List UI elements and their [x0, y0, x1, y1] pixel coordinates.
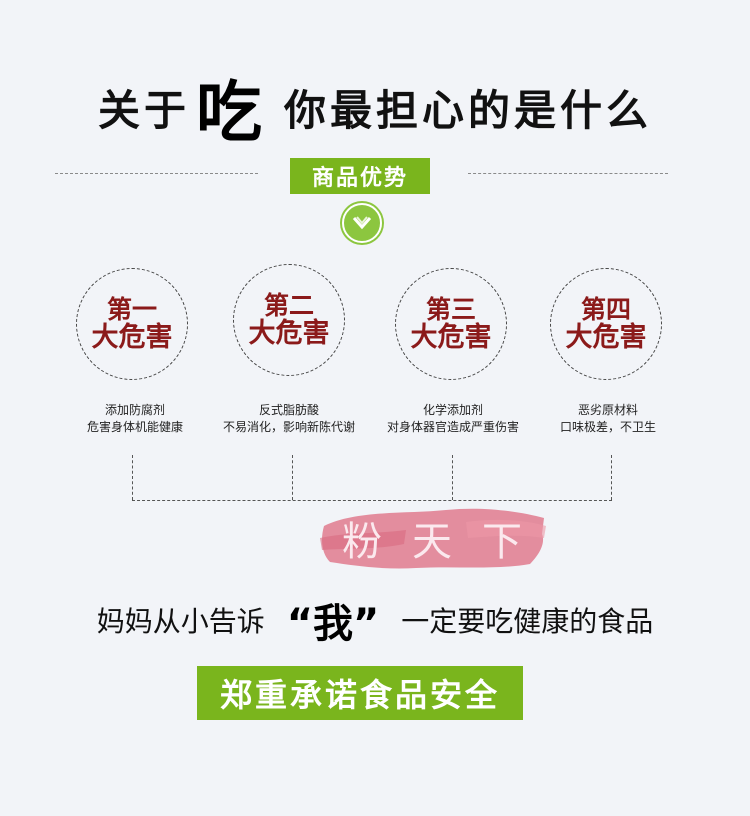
- hazard-circle-2: 第二 大危害: [233, 264, 345, 376]
- hazard-circle-4: 第四 大危害: [550, 268, 662, 380]
- right-dashed-divider: [468, 173, 668, 174]
- hazard-1-desc-line-2: 危害身体机能健康: [86, 420, 183, 434]
- stamp-char-2: 天: [412, 519, 458, 565]
- connector-line-3: [452, 455, 453, 500]
- hazard-3-rank: 第三: [425, 294, 476, 324]
- hazard-2-desc-line-1: 反式脂肪酸: [258, 403, 319, 417]
- brush-stamp-background: [320, 508, 546, 569]
- connector-line-1: [132, 455, 133, 500]
- hazard-4-description: 恶劣原材料 口味极差，不卫生: [533, 402, 683, 436]
- hazard-3-description: 化学添加剂 对身体器官造成严重伤害: [378, 402, 528, 436]
- connector-line-2: [292, 455, 293, 500]
- section-badge: 商品优势: [290, 158, 430, 194]
- title-part-3: 你最担心的是什么: [284, 85, 653, 135]
- title-emphasis: 吃: [196, 74, 262, 151]
- page-title: 关于 吃 你最担心的是什么: [0, 72, 750, 151]
- hazard-1-label: 大危害: [91, 321, 173, 353]
- hazard-4-rank: 第四: [580, 294, 631, 324]
- hazard-circle-1: 第一 大危害: [76, 268, 188, 380]
- slogan-before: 妈妈从小告诉: [96, 605, 265, 638]
- hazard-4-label: 大危害: [565, 321, 647, 353]
- slogan-after: 一定要吃健康的食品: [401, 605, 654, 638]
- hazard-circle-3: 第三 大危害: [395, 268, 507, 380]
- hazard-2-rank: 第二: [263, 290, 314, 320]
- hazard-3-label: 大危害: [410, 321, 492, 353]
- hazard-2-desc-line-2: 不易消化，影响新陈代谢: [222, 420, 355, 434]
- hazard-2-label: 大危害: [248, 317, 330, 349]
- hazard-4-desc-line-1: 恶劣原材料: [577, 403, 638, 417]
- hazard-1-description: 添加防腐剂 危害身体机能健康: [60, 402, 210, 436]
- title-part-1: 关于: [97, 85, 190, 135]
- hazard-2-description: 反式脂肪酸 不易消化，影响新陈代谢: [214, 402, 364, 436]
- stamp-char-1: 粉: [342, 519, 388, 565]
- hazard-3-desc-line-1: 化学添加剂: [422, 403, 483, 417]
- slogan: 妈妈从小告诉 “我” 一定要吃健康的食品: [0, 590, 750, 650]
- hazard-3-desc-line-2: 对身体器官造成严重伤害: [386, 420, 519, 434]
- chevron-down-icon: [342, 203, 382, 243]
- left-dashed-divider: [55, 173, 258, 174]
- hazard-4-desc-line-2: 口味极差，不卫生: [559, 420, 656, 434]
- hazard-1-rank: 第一: [106, 294, 157, 324]
- slogan-quoted: “我”: [286, 601, 380, 647]
- connector-line-4: [611, 455, 612, 500]
- connector-baseline: [132, 500, 612, 501]
- brush-stamp-text: 粉 天 下: [330, 508, 540, 568]
- promise-badge: 郑重承诺食品安全: [197, 666, 523, 720]
- stamp-char-3: 下: [482, 519, 528, 565]
- hazard-1-desc-line-1: 添加防腐剂: [104, 403, 165, 417]
